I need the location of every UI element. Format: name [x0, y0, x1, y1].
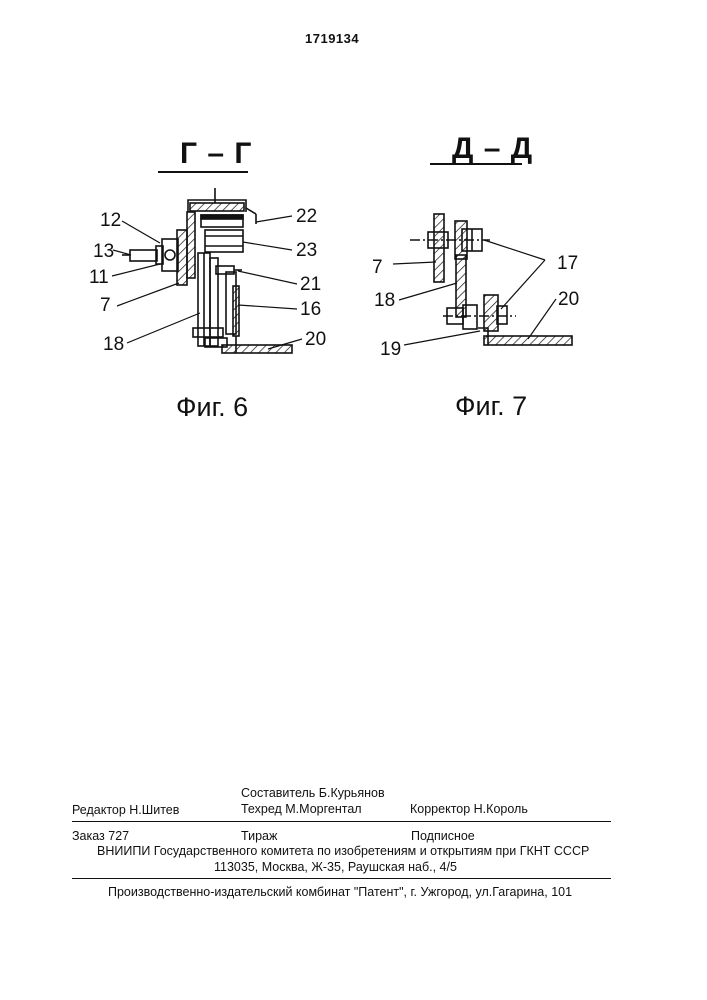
- fig7-label-19: 19: [380, 339, 401, 360]
- imprint-divider-top: [72, 821, 611, 822]
- fig7-label-7: 7: [372, 257, 383, 278]
- imprint-subscription: Подписное: [411, 829, 475, 843]
- imprint-address: 113035, Москва, Ж-35, Раушская наб., 4/5: [214, 860, 457, 874]
- fig6-label-13: 13: [93, 241, 114, 262]
- fig6-label-7: 7: [100, 295, 111, 316]
- imprint-circulation: Тираж: [241, 829, 277, 843]
- fig7-label-17: 17: [557, 253, 578, 274]
- fig6-label-12: 12: [100, 210, 121, 231]
- imprint-editor: Редактор Н.Шитев: [72, 803, 179, 817]
- figure-6-drawing: [122, 188, 292, 353]
- figure-7-caption: Фиг. 7: [455, 391, 527, 422]
- fig6-label-21: 21: [300, 274, 321, 295]
- figure-6-caption: Фиг. 6: [176, 392, 248, 423]
- fig6-label-20: 20: [305, 329, 326, 350]
- fig6-label-18: 18: [103, 334, 124, 355]
- fig6-label-11: 11: [89, 267, 109, 288]
- imprint-techred: Техред М.Моргентал: [241, 802, 362, 816]
- imprint-order: Заказ 727: [72, 829, 129, 843]
- fig6-label-16: 16: [300, 299, 321, 320]
- imprint-organization: ВНИИПИ Государственного комитета по изоб…: [97, 844, 589, 858]
- fig6-label-23: 23: [296, 240, 317, 261]
- fig7-label-18: 18: [374, 290, 395, 311]
- imprint-divider-bottom: [72, 878, 611, 879]
- figure-7-drawing: [410, 214, 572, 345]
- imprint-compiler: Составитель Б.Курьянов: [241, 786, 385, 800]
- imprint-corrector: Корректор Н.Король: [410, 802, 528, 816]
- fig6-label-22: 22: [296, 206, 317, 227]
- imprint-printer: Производственно-издательский комбинат "П…: [108, 885, 572, 899]
- fig7-label-20: 20: [558, 289, 579, 310]
